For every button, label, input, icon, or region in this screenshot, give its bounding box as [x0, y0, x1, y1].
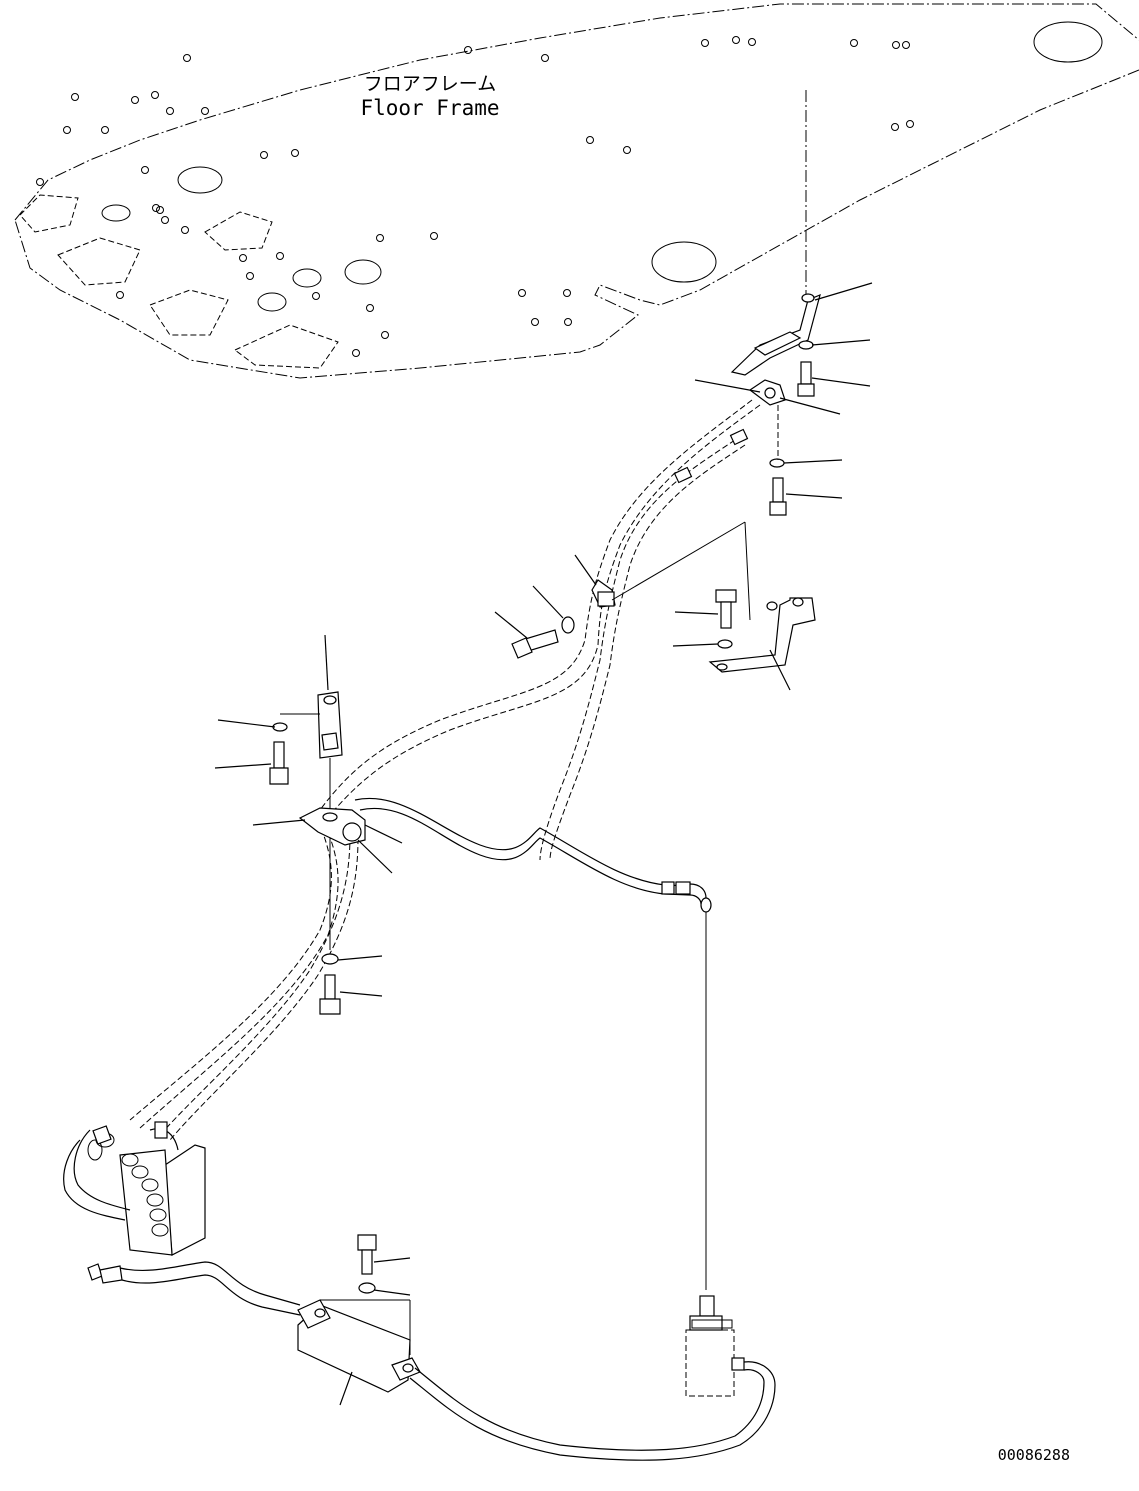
washer-icon: [358, 1282, 376, 1294]
right-mid-bracket: [672, 589, 816, 691]
washer-icon: [769, 458, 785, 468]
floor-frame-label-jp: フロアフレーム: [364, 73, 496, 95]
bolt-icon: [715, 589, 737, 629]
upper-bracket-assembly: [694, 282, 873, 516]
pressure-switch: [685, 1295, 776, 1397]
bolt-icon: [797, 361, 815, 397]
bolt-icon: [269, 741, 289, 785]
bolt-icon: [511, 629, 559, 659]
floor-frame: フロアフレーム Floor Frame: [14, 3, 1139, 379]
washer-icon: [561, 616, 575, 634]
bolt-icon: [769, 477, 787, 516]
bolt-icon: [319, 974, 341, 1015]
drawing-number: 00086288: [998, 1446, 1070, 1464]
floor-frame-label-en: Floor Frame: [360, 96, 499, 120]
lower-hose-assembly: [87, 1234, 776, 1461]
washer-icon: [272, 722, 288, 732]
mid-p-clamp: [494, 521, 751, 659]
bolt-icon: [357, 1234, 377, 1275]
hoses: [129, 399, 761, 1290]
left-clamp-stack: [214, 634, 403, 1015]
washer-icon: [798, 340, 814, 350]
control-valve: [63, 1121, 206, 1256]
washer-icon: [321, 953, 339, 965]
washer-icon: [717, 639, 733, 649]
